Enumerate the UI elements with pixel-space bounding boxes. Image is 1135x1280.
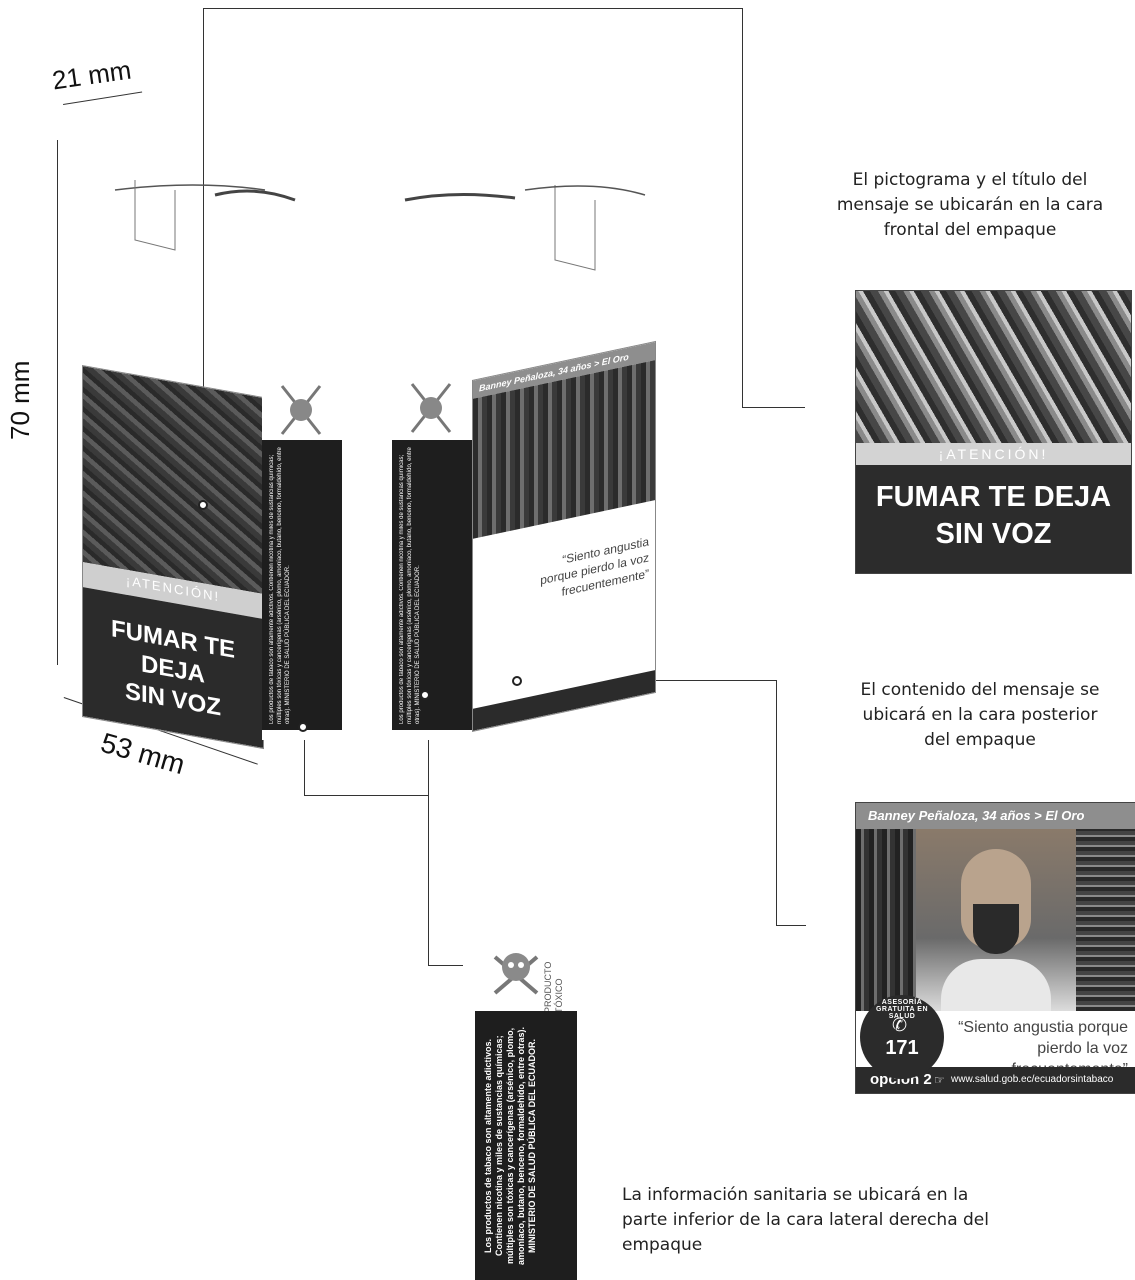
connector-line <box>304 795 428 796</box>
skull-crossbones-icon <box>410 383 452 433</box>
warning-pictogram-photo <box>856 291 1131 443</box>
back-footer <box>473 670 655 731</box>
pack-right-side-face: Los productos de tabaco son altamente ad… <box>262 360 342 740</box>
skull-crossbones-icon <box>280 385 322 435</box>
connector-line <box>776 680 777 925</box>
caption-front-face: El pictograma y el título del mensaje se… <box>836 170 1104 240</box>
warning-message-line1: FUMAR TE DEJA <box>875 481 1112 513</box>
warning-message: FUMAR TE DEJA SIN VOZ <box>856 465 1131 573</box>
back-photo <box>856 829 1135 1011</box>
pack-top-flaps <box>114 180 646 271</box>
connector-line <box>776 925 806 926</box>
website-url: www.salud.gob.ec/ecuadorsintabaco <box>951 1074 1114 1085</box>
attention-label: ¡ATENCIÓN! <box>856 443 1131 465</box>
width-label: 21 mm <box>50 54 134 96</box>
callout-dot <box>198 500 208 510</box>
height-label: 70 mm <box>5 360 35 440</box>
back-quote: “Siento angustia porque pierdo la voz fr… <box>540 534 649 599</box>
hotline-number: 171 <box>885 1037 919 1059</box>
callout-dot <box>420 690 430 700</box>
detail-side-face: PRODUCTO TÓXICO Los productos de tabaco … <box>475 925 577 1280</box>
hotline-ring-text: ASESORÍA GRATUITA EN SALUD <box>875 999 929 1020</box>
pack-back-face: Banney Peñaloza, 34 años > El Oro “Sient… <box>472 340 656 732</box>
connector-line <box>203 8 204 503</box>
callout-dot <box>298 722 308 732</box>
back-header: Banney Peñaloza, 34 años > El Oro <box>856 803 1135 829</box>
pointing-hand-icon: ☞ <box>934 1073 945 1087</box>
phone-icon: ✆ <box>892 1015 908 1035</box>
connector-line <box>203 8 743 9</box>
warning-pictogram-photo <box>83 366 263 594</box>
health-info-panel: Los productos de tabaco son altamente ad… <box>392 440 472 730</box>
toxic-product-label: PRODUCTO TÓXICO <box>543 961 564 1013</box>
caption-side-face: La información sanitaria se ubicará en l… <box>622 1185 989 1255</box>
hotline-badge: ASESORÍA GRATUITA EN SALUD ✆ 171 <box>860 995 944 1079</box>
health-info-text: Los productos de tabaco son altamente ad… <box>399 447 421 724</box>
health-info-text: Los productos de tabaco son altamente ad… <box>269 447 291 724</box>
callout-dot <box>512 676 522 686</box>
pack-front-face: ¡ATENCIÓN! FUMAR TE DEJA SIN VOZ <box>82 365 264 750</box>
dimension-line-70mm <box>57 140 58 665</box>
detail-front-face: ¡ATENCIÓN! FUMAR TE DEJA SIN VOZ <box>855 290 1132 574</box>
detail-back-face: Banney Peñaloza, 34 años > El Oro “Sient… <box>855 802 1135 1094</box>
caption-back-face: El contenido del mensaje se ubicará en l… <box>860 680 1100 750</box>
photo-wall-right <box>1076 829 1135 1011</box>
pack-side-face-2: Los productos de tabaco son altamente ad… <box>392 360 472 740</box>
photo-person-shirt <box>941 959 1051 1011</box>
connector-line <box>428 695 429 965</box>
photo-wall-left <box>856 829 916 1011</box>
warning-message-line2: SIN VOZ <box>935 518 1052 550</box>
photo-person-beard <box>973 904 1019 954</box>
health-info-panel: Los productos de tabaco son altamente ad… <box>262 440 342 730</box>
skull-crossbones-icon <box>493 953 539 995</box>
connector-line <box>428 965 463 966</box>
connector-line <box>742 8 743 408</box>
health-info-text: Los productos de tabaco son altamente ad… <box>475 1011 577 1280</box>
connector-line <box>742 407 805 408</box>
connector-line <box>304 725 305 795</box>
